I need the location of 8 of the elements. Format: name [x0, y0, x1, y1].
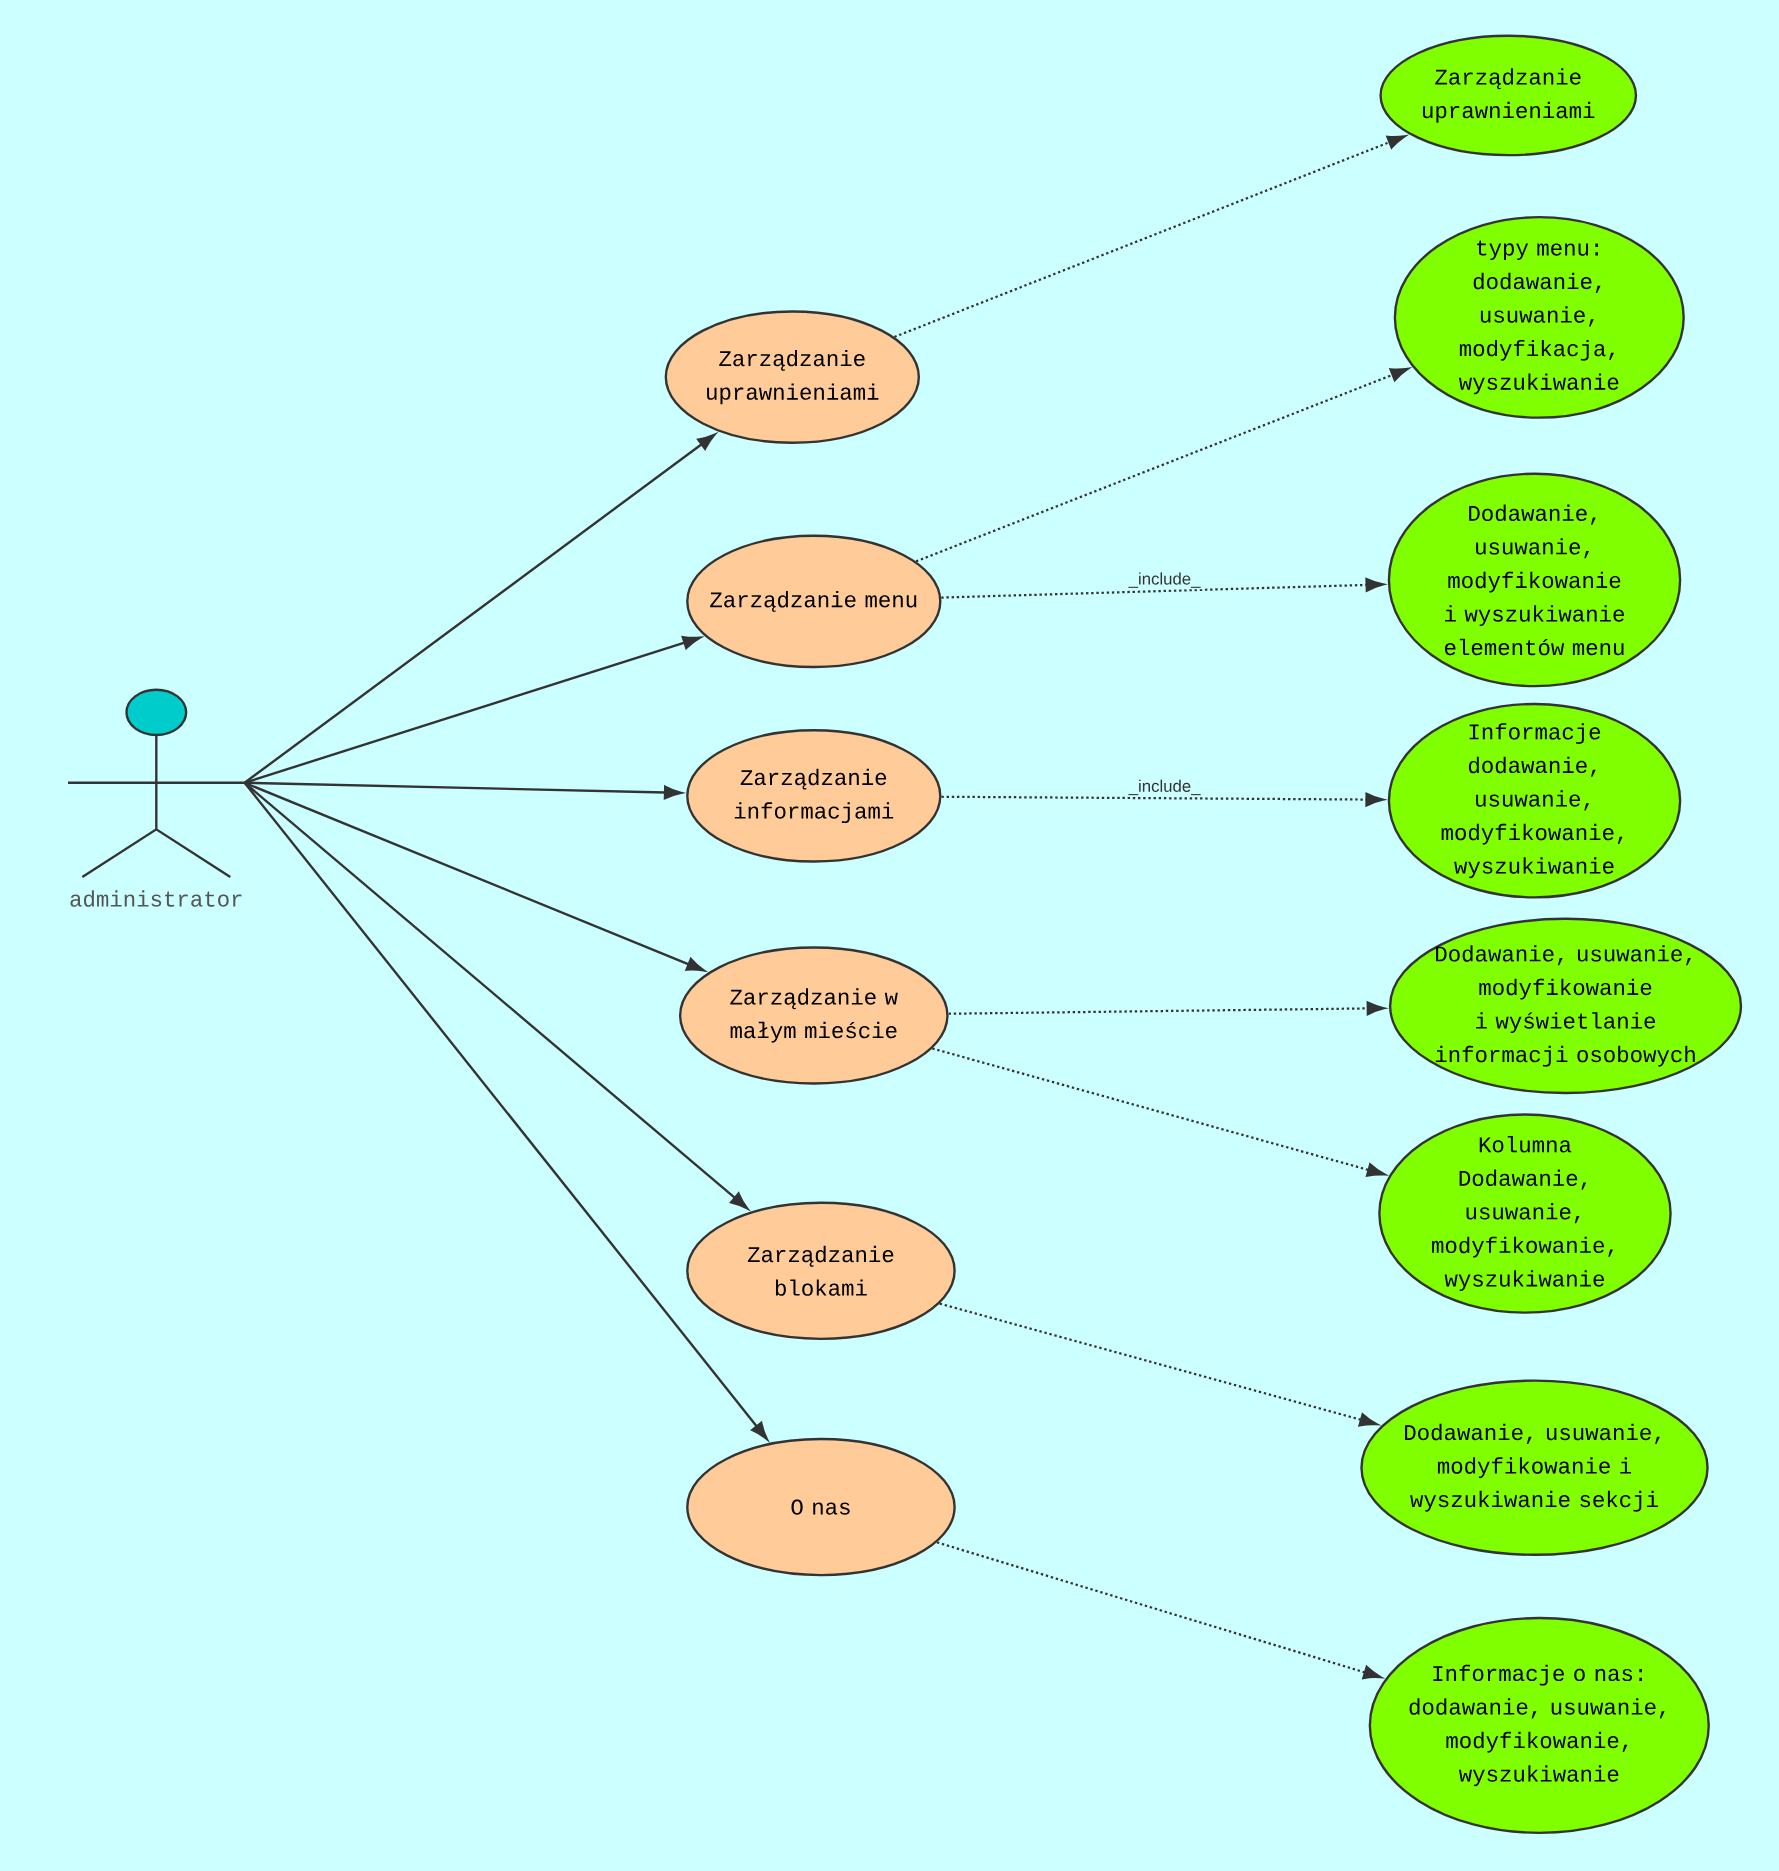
actor-figure: administrator [66, 688, 246, 907]
arrow [243, 782, 768, 1441]
edge-label: _include_ [1127, 778, 1202, 797]
arrow [939, 1302, 1378, 1427]
arrow [948, 1001, 1386, 1016]
node-label: administrator [70, 890, 242, 907]
arrow [893, 135, 1406, 338]
arrow [244, 781, 683, 800]
